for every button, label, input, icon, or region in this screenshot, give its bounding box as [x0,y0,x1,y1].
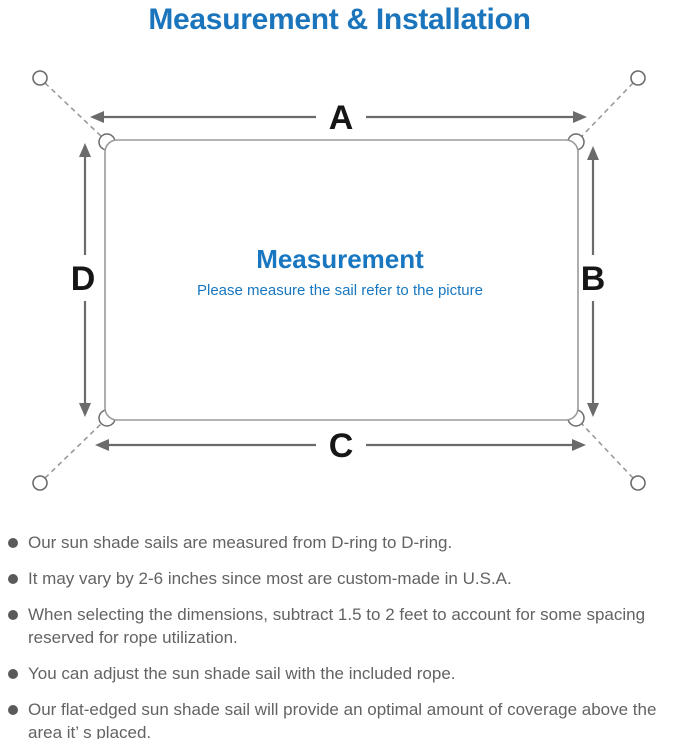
dim-arrow-a-head-left [90,111,104,123]
anchor-ring-bottom-left [32,475,48,491]
dim-label-d: D [71,260,96,298]
dim-arrow-d-head-bottom [79,403,91,417]
dim-arrow-c-head-right [572,439,586,451]
list-item: It may vary by 2-6 inches since most are… [8,567,663,590]
dim-arrow-d-head-top [79,143,91,157]
notes-list: Our sun shade sails are measured from D-… [8,531,663,739]
dim-arrow-c-head-left [95,439,109,451]
list-item: You can adjust the sun shade sail with t… [8,662,663,685]
anchor-ring-bottom-right [630,475,646,491]
center-heading: Measurement [256,244,424,274]
sail-outline [104,139,579,421]
dim-label-b: B [581,260,606,298]
dim-label-c: C [329,427,354,465]
dim-arrow-b-head-bottom [587,403,599,417]
anchor-ring-top-left [32,70,48,86]
bullet-icon [8,610,18,620]
note-text: You can adjust the sun shade sail with t… [28,664,456,683]
dim-arrow-b-head-top [587,146,599,160]
dim-label-a: A [329,99,354,137]
bullet-icon [8,538,18,548]
rope-line-top-right [580,82,634,138]
bullet-icon [8,705,18,715]
note-text: When selecting the dimensions, subtract … [28,605,646,647]
sail-center-text: Measurement Please measure the sail refe… [140,244,540,299]
measurement-diagram: A B C D [32,70,646,491]
page-title: Measurement & Installation [148,3,531,36]
note-text: Our flat-edged sun shade sail will provi… [28,700,657,739]
bullet-icon [8,574,18,584]
note-text: It may vary by 2-6 inches since most are… [28,569,512,588]
bullet-icon [8,669,18,679]
list-item: Our flat-edged sun shade sail will provi… [8,698,663,739]
list-item: When selecting the dimensions, subtract … [8,603,663,649]
center-subtext: Please measure the sail refer to the pic… [197,282,483,299]
anchor-ring-top-right [630,70,646,86]
list-item: Our sun shade sails are measured from D-… [8,531,663,554]
rope-line-bottom-right [580,422,634,479]
rope-line-bottom-left [44,422,103,479]
rope-line-top-left [44,82,103,138]
note-text: Our sun shade sails are measured from D-… [28,533,453,552]
dim-arrow-a-head-right [573,111,587,123]
